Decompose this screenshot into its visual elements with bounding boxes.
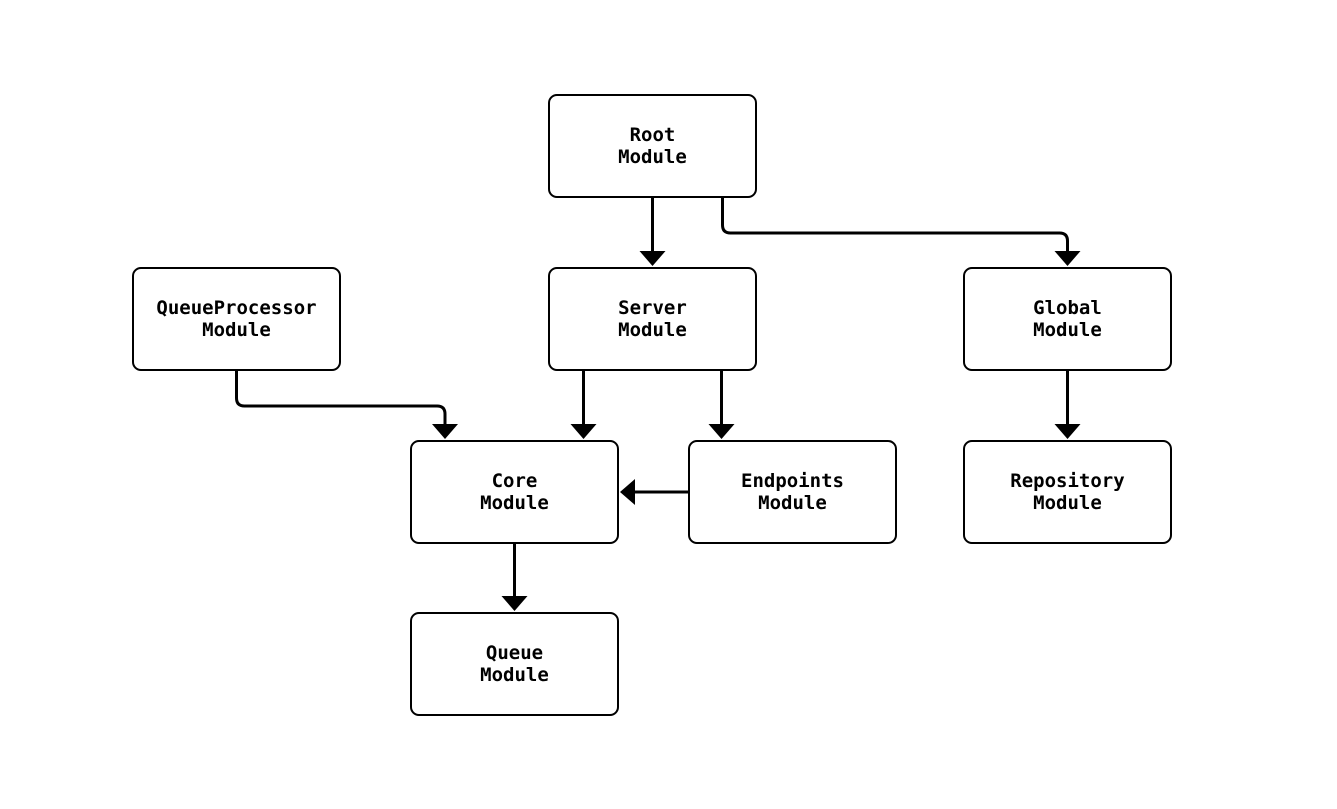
node-label-line: Module (618, 146, 687, 168)
edge-queueprocessor-to-core (235, 371, 458, 439)
node-label-line: Root (629, 124, 676, 146)
node-server-module: Server Module (548, 267, 757, 371)
node-repository-module: Repository Module (963, 440, 1172, 544)
node-queue-module: Queue Module (410, 612, 619, 716)
node-label-line: QueueProcessor (156, 297, 317, 319)
node-endpoints-module: Endpoints Module (688, 440, 897, 544)
node-label-line: Module (618, 319, 687, 341)
node-label-line: Module (1033, 492, 1102, 514)
node-label-line: Module (758, 492, 827, 514)
node-core-module: Core Module (410, 440, 619, 544)
node-label-line: Module (480, 492, 549, 514)
node-label-line: Endpoints (741, 470, 844, 492)
node-label-line: Module (480, 664, 549, 686)
node-root-module: Root Module (548, 94, 757, 198)
node-global-module: Global Module (963, 267, 1172, 371)
node-label-line: Module (202, 319, 271, 341)
node-label-line: Server (618, 297, 687, 319)
node-label-line: Global (1033, 297, 1102, 319)
edge-root-to-global (721, 198, 1081, 266)
node-label-line: Core (491, 470, 538, 492)
node-label-line: Module (1033, 319, 1102, 341)
node-queueprocessor-module: QueueProcessor Module (132, 267, 341, 371)
node-label-line: Queue (485, 642, 544, 664)
node-label-line: Repository (1010, 470, 1125, 492)
